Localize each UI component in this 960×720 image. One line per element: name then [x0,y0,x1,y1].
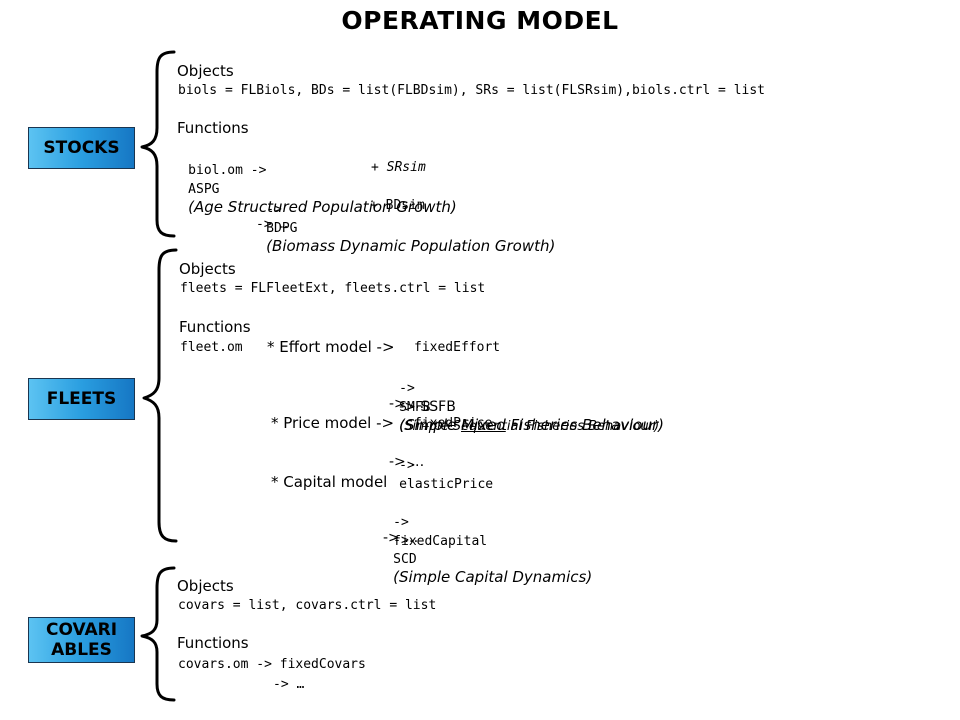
smfb-desc-mixed: Mixed [461,416,506,434]
covars-om-text: covars.om -> fixedCovars [178,657,366,672]
covariables-label-2: ABLES [51,640,112,660]
scd-line: -> SCD (Simple Capital Dynamics) [383,510,592,586]
ssfb-code: -> SSFB [399,399,456,415]
bdpg-desc: (Biomass Dynamic Population Growth) [266,237,556,255]
covars-objects-text: covars = list, covars.ctrl = list [178,598,437,613]
stocks-objects-text: biols = FLBiols, BDs = list(FLBDsim), SR… [178,83,765,98]
stocks-brace [140,50,176,238]
stocks-functions-header: Functions [177,119,249,137]
fixed-capital-arrow: -> [393,515,409,530]
fixed-capital: fixedCapital [393,534,488,549]
ssfb-line: -> SSFB (Simple Sequential Fisheries Beh… [389,377,659,434]
capital-more: -> … [383,530,419,546]
fixed-price: fixedPrice [414,416,493,431]
stocks-aspg-line: biol.om -> ASPG (Age Structured Populati… [178,140,457,216]
fleets-brace [142,248,178,543]
effort-more: -> … [389,396,425,412]
bdpg-arrow: -> [266,202,282,217]
covars-functions-header: Functions [177,634,249,652]
ssfb-desc: (Simple Sequential Fisheries Behaviour) [399,419,660,434]
covariables-box: COVARI ABLES [28,617,135,663]
aspg-code: ASPG [188,182,220,197]
fleets-objects-header: Objects [179,260,236,278]
fleets-box: FLEETS [28,378,135,420]
effort-model-text: * Effort model -> [267,338,395,356]
covars-more: -> … [273,677,305,692]
elastic-price-line: -> elasticPrice [389,435,493,492]
plus-bdsim: + BDsim [370,198,425,213]
fixed-effort: fixedEffort [414,340,501,355]
stocks-more: -> … [256,217,288,232]
stocks-objects-header: Objects [177,62,234,80]
covars-objects-header: Objects [177,577,234,595]
scd-desc: (Simple Capital Dynamics) [393,568,593,586]
smfb-arrow: -> [399,381,415,396]
smfb-desc-2: Fisheries Behaviour) [505,416,664,434]
page-title: OPERATING MODEL [341,6,619,35]
smfb-line: -> SMFB (Simple Mixed Fisheries Behaviou… [389,358,664,434]
stocks-label: STOCKS [43,138,120,158]
elastic-price: elasticPrice [399,477,494,492]
stocks-bdpg-line: -> BDPG (Biomass Dynamic Population Grow… [256,179,555,255]
smfb-code: SMFB [399,400,431,415]
capital-model-text: * Capital model [271,473,388,491]
covariables-brace [140,566,176,702]
fixed-capital-line: -> fixedCapital [383,492,487,549]
scd-code: SCD [393,552,417,567]
fleets-objects-text: fleets = FLFleetExt, fleets.ctrl = list [180,281,486,296]
bdpg-code: BDPG [266,221,298,236]
price-model-text: * Price model -> [271,414,395,432]
smfb-desc-1: (Simple [399,416,462,434]
fleet-om-text: fleet.om [180,340,243,355]
aspg-desc: (Age Structured Population Growth) [188,198,457,216]
covariables-label-1: COVARI [45,620,118,640]
biol-om-text: biol.om -> [188,163,267,178]
fleets-label: FLEETS [46,389,117,409]
fleets-functions-header: Functions [179,318,251,336]
stocks-box: STOCKS [28,127,135,169]
elastic-arrow: -> [399,458,415,473]
scd-arrow: -> [393,533,409,548]
price-more: -> … [389,454,425,470]
plus-srsim: + SRsim [371,160,426,175]
